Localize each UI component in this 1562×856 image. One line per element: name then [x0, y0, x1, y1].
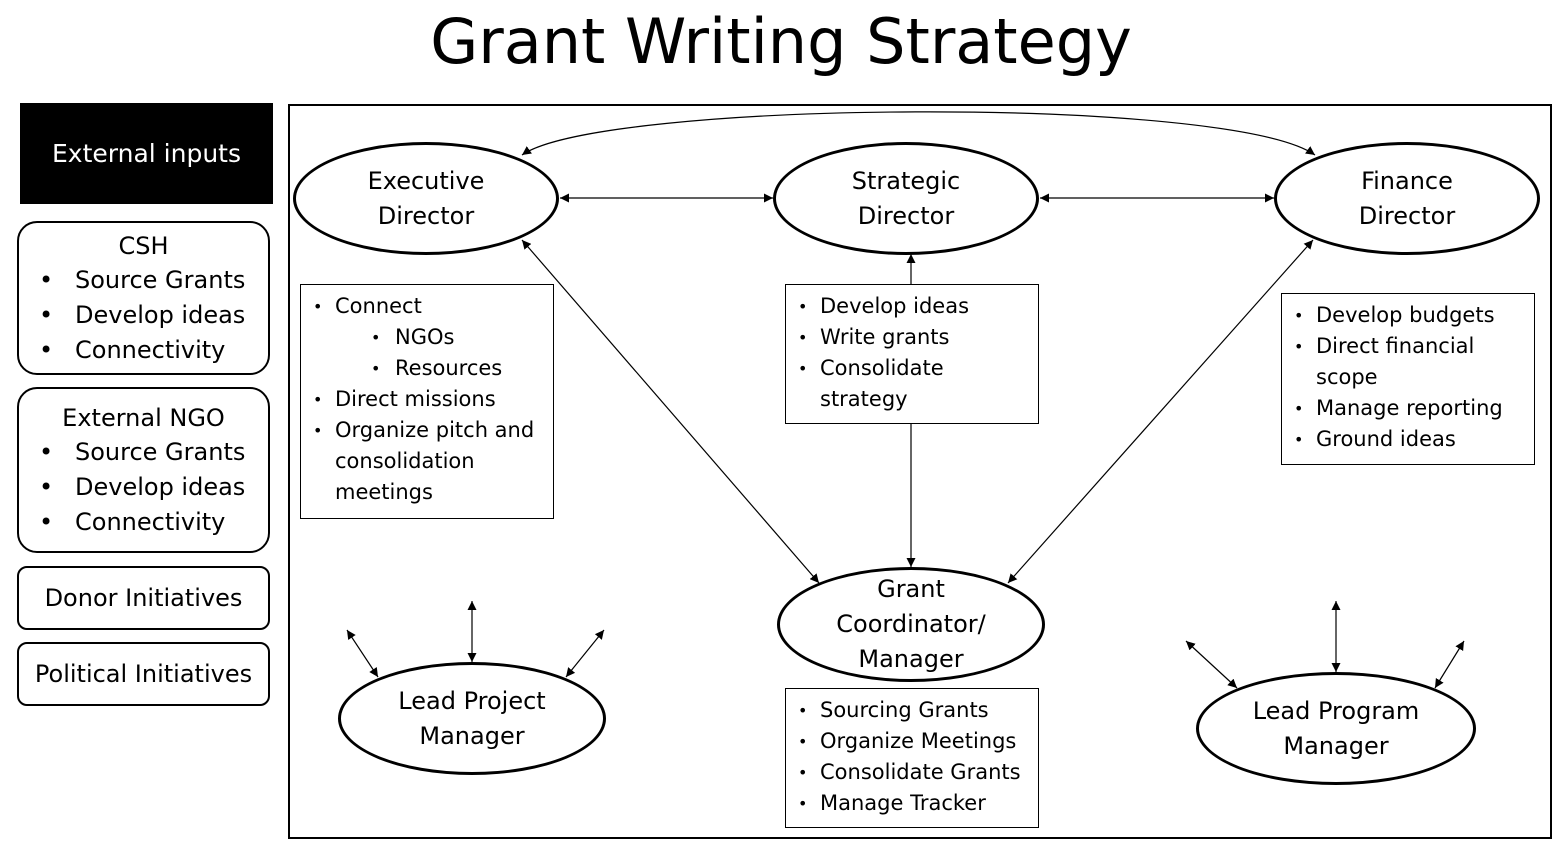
duty-item: Manage reporting [1292, 393, 1526, 424]
arrow-project-right [565, 629, 605, 678]
strategic-director-duties: Develop ideas Write grants Consolidate s… [785, 284, 1039, 424]
donor-initiatives-box: Donor Initiatives [17, 566, 270, 630]
page-title: Grant Writing Strategy [430, 5, 1132, 78]
duty-item: Develop ideas [796, 291, 1030, 322]
diagram-frame [288, 104, 1552, 839]
node-label: Lead Program [1252, 696, 1420, 725]
ngo-item: Connectivity [39, 505, 268, 540]
duty-item-continued: meetings [335, 480, 433, 504]
duty-item-continued: strategy [820, 387, 908, 411]
csh-item: Develop ideas [39, 298, 268, 333]
node-label: Coordinator/ [836, 610, 986, 638]
duty-item: Write grants [796, 322, 1030, 353]
ngo-item: Source Grants [39, 435, 268, 470]
arrow-project-left [346, 629, 379, 678]
duty-item: Direct financial [1292, 331, 1526, 362]
node-label: Finance [1361, 166, 1453, 195]
duty-item: Organize pitch and [311, 415, 545, 446]
node-label: Manager [858, 645, 964, 673]
node-label: Lead Project [398, 686, 546, 715]
arrow-program-left [1185, 640, 1238, 689]
external-ngo-title: External NGO [62, 403, 225, 432]
duty-item: Ground ideas [1292, 424, 1526, 455]
donor-initiatives-label: Donor Initiatives [44, 584, 243, 612]
duty-item: Organize Meetings [796, 726, 1030, 757]
duty-subitem: NGOs [311, 322, 545, 353]
external-ngo-box: External NGO Source Grants Develop ideas… [17, 387, 270, 553]
arrow-executive-coordinator [521, 239, 820, 584]
duty-item: Connect [311, 291, 545, 322]
ngo-item: Develop ideas [39, 470, 268, 505]
duty-item-continued: scope [1316, 365, 1378, 389]
political-initiatives-label: Political Initiatives [34, 660, 253, 688]
political-initiatives-box: Political Initiatives [17, 642, 270, 706]
duty-subitem: Resources [311, 353, 545, 384]
external-inputs-header: External inputs [20, 103, 273, 204]
duty-item: Manage Tracker [796, 788, 1030, 819]
arrow-finance-coordinator [1007, 239, 1314, 584]
duty-item: Develop budgets [1292, 300, 1526, 331]
node-label: Grant [877, 575, 945, 603]
node-label: Director [857, 201, 955, 230]
node-label: Manager [419, 721, 525, 750]
node-label: Director [377, 201, 475, 230]
arrow-program-right [1434, 640, 1465, 689]
duty-item-continued: consolidation [335, 449, 475, 473]
grant-coordinator-duties: Sourcing Grants Organize Meetings Consol… [785, 688, 1039, 828]
arc-executive-finance [521, 111, 1316, 156]
duty-item: Consolidate Grants [796, 757, 1030, 788]
csh-item: Connectivity [39, 333, 268, 368]
node-label: Strategic [851, 166, 961, 195]
node-label: Manager [1283, 731, 1389, 760]
duty-item: Sourcing Grants [796, 695, 1030, 726]
csh-title: CSH [118, 231, 169, 260]
node-label: Executive [367, 166, 485, 195]
duty-item: Consolidate [796, 353, 1030, 384]
duty-item: Direct missions [311, 384, 545, 415]
executive-director-duties: Connect NGOs Resources Direct missions O… [300, 284, 554, 519]
finance-director-duties: Develop budgets Direct financial scope M… [1281, 293, 1535, 465]
csh-item: Source Grants [39, 263, 268, 298]
csh-box: CSH Source Grants Develop ideas Connecti… [17, 221, 270, 375]
node-label: Director [1358, 201, 1456, 230]
